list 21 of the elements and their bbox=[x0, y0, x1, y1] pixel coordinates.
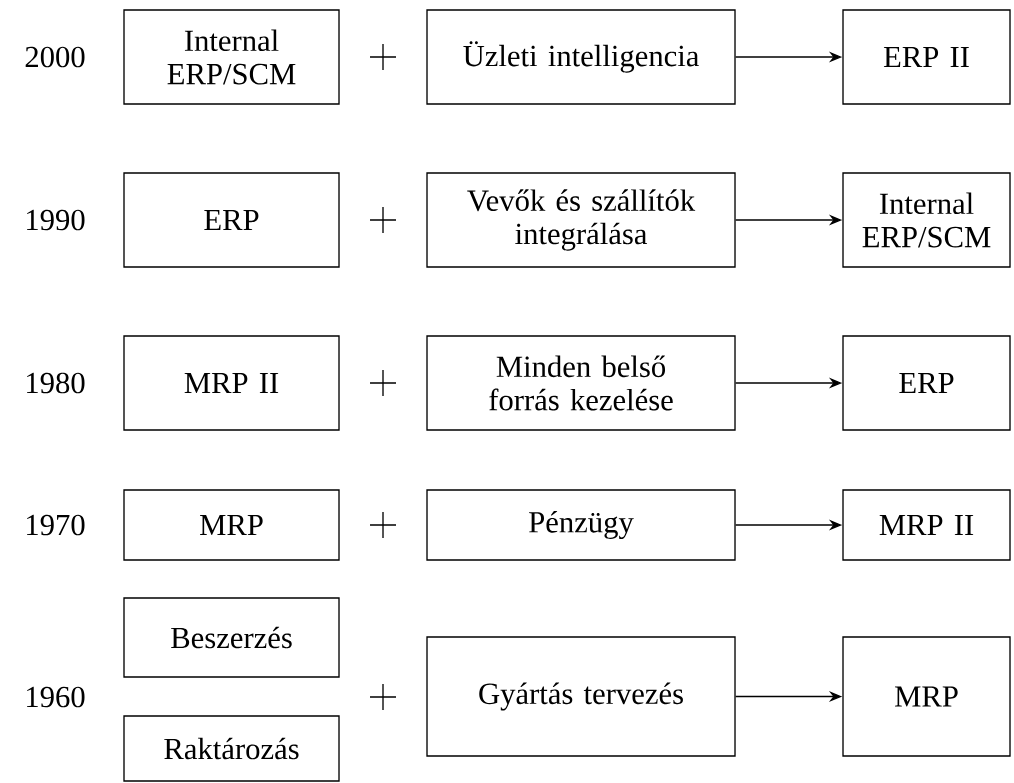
process-box: Pénzügy bbox=[426, 489, 736, 561]
year-label: 1990 bbox=[27, 209, 85, 231]
process-box: Internal ERP/SCM bbox=[123, 9, 340, 105]
year-label: 1960 bbox=[27, 686, 85, 708]
process-box: Üzleti intelligencia bbox=[426, 9, 736, 105]
process-box: Vevők és szállítók integrálása bbox=[426, 172, 736, 268]
process-box: MRP II bbox=[123, 335, 340, 431]
process-box: ERP II bbox=[842, 9, 1011, 105]
process-box: MRP bbox=[842, 636, 1011, 757]
process-box: ERP bbox=[842, 335, 1011, 431]
process-box: Beszerzés bbox=[123, 597, 340, 678]
year-label: 1970 bbox=[27, 514, 85, 536]
year-label: 1980 bbox=[27, 372, 85, 394]
process-box: Raktározás bbox=[123, 715, 340, 782]
process-box: ERP bbox=[123, 172, 340, 268]
process-box: Internal ERP/SCM bbox=[842, 172, 1011, 268]
process-box: MRP II bbox=[842, 489, 1011, 561]
year-label: 2000 bbox=[25, 46, 85, 68]
process-box: MRP bbox=[123, 489, 340, 561]
process-box: Minden belső forrás kezelése bbox=[426, 335, 736, 431]
process-box: Gyártás tervezés bbox=[426, 636, 736, 757]
